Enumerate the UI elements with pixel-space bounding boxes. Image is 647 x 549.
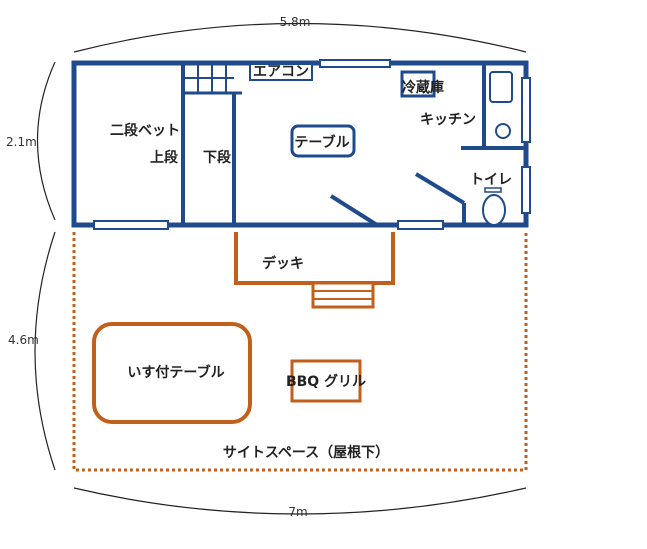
table-label: テーブル	[294, 134, 349, 151]
air-conditioner-label: エアコン	[253, 64, 309, 80]
air-conditioner	[249, 63, 313, 81]
dimension-lines	[34, 22, 527, 515]
refrigerator-box	[400, 70, 436, 98]
refrigerator-label: 冷蔵庫	[402, 79, 444, 96]
upper-bunk-label: 上段	[150, 149, 178, 166]
toilet-icon	[482, 187, 506, 226]
deck	[234, 232, 395, 309]
table-with-chairs-box	[92, 322, 252, 424]
toilet-label: トイレ	[470, 172, 512, 188]
bbq-grill-label: BBQ グリル	[286, 373, 366, 390]
bbq-grill-box	[290, 359, 362, 403]
site-depth-label: 4.6m	[8, 333, 39, 347]
deck-label: デッキ	[262, 255, 304, 272]
windows	[93, 59, 531, 230]
cabin-depth-label: 2.1m	[6, 135, 37, 149]
kitchen-label: キッチン	[420, 112, 476, 128]
lower-bunk-label: 下段	[203, 149, 231, 166]
bunk-bed-label: 二段ベット	[110, 122, 180, 139]
site-space-outline	[72, 232, 528, 472]
table-with-chairs-label: いす付テーブル	[127, 364, 224, 381]
sink-icon	[489, 71, 513, 103]
cabin-walls	[71, 60, 529, 228]
site-space-label: サイトスペース（屋根下）	[223, 444, 389, 461]
bottom-width-label: 7m	[288, 505, 307, 519]
top-width-label: 5.8m	[280, 15, 311, 29]
basin-icon	[495, 123, 511, 139]
table-box	[290, 124, 356, 158]
